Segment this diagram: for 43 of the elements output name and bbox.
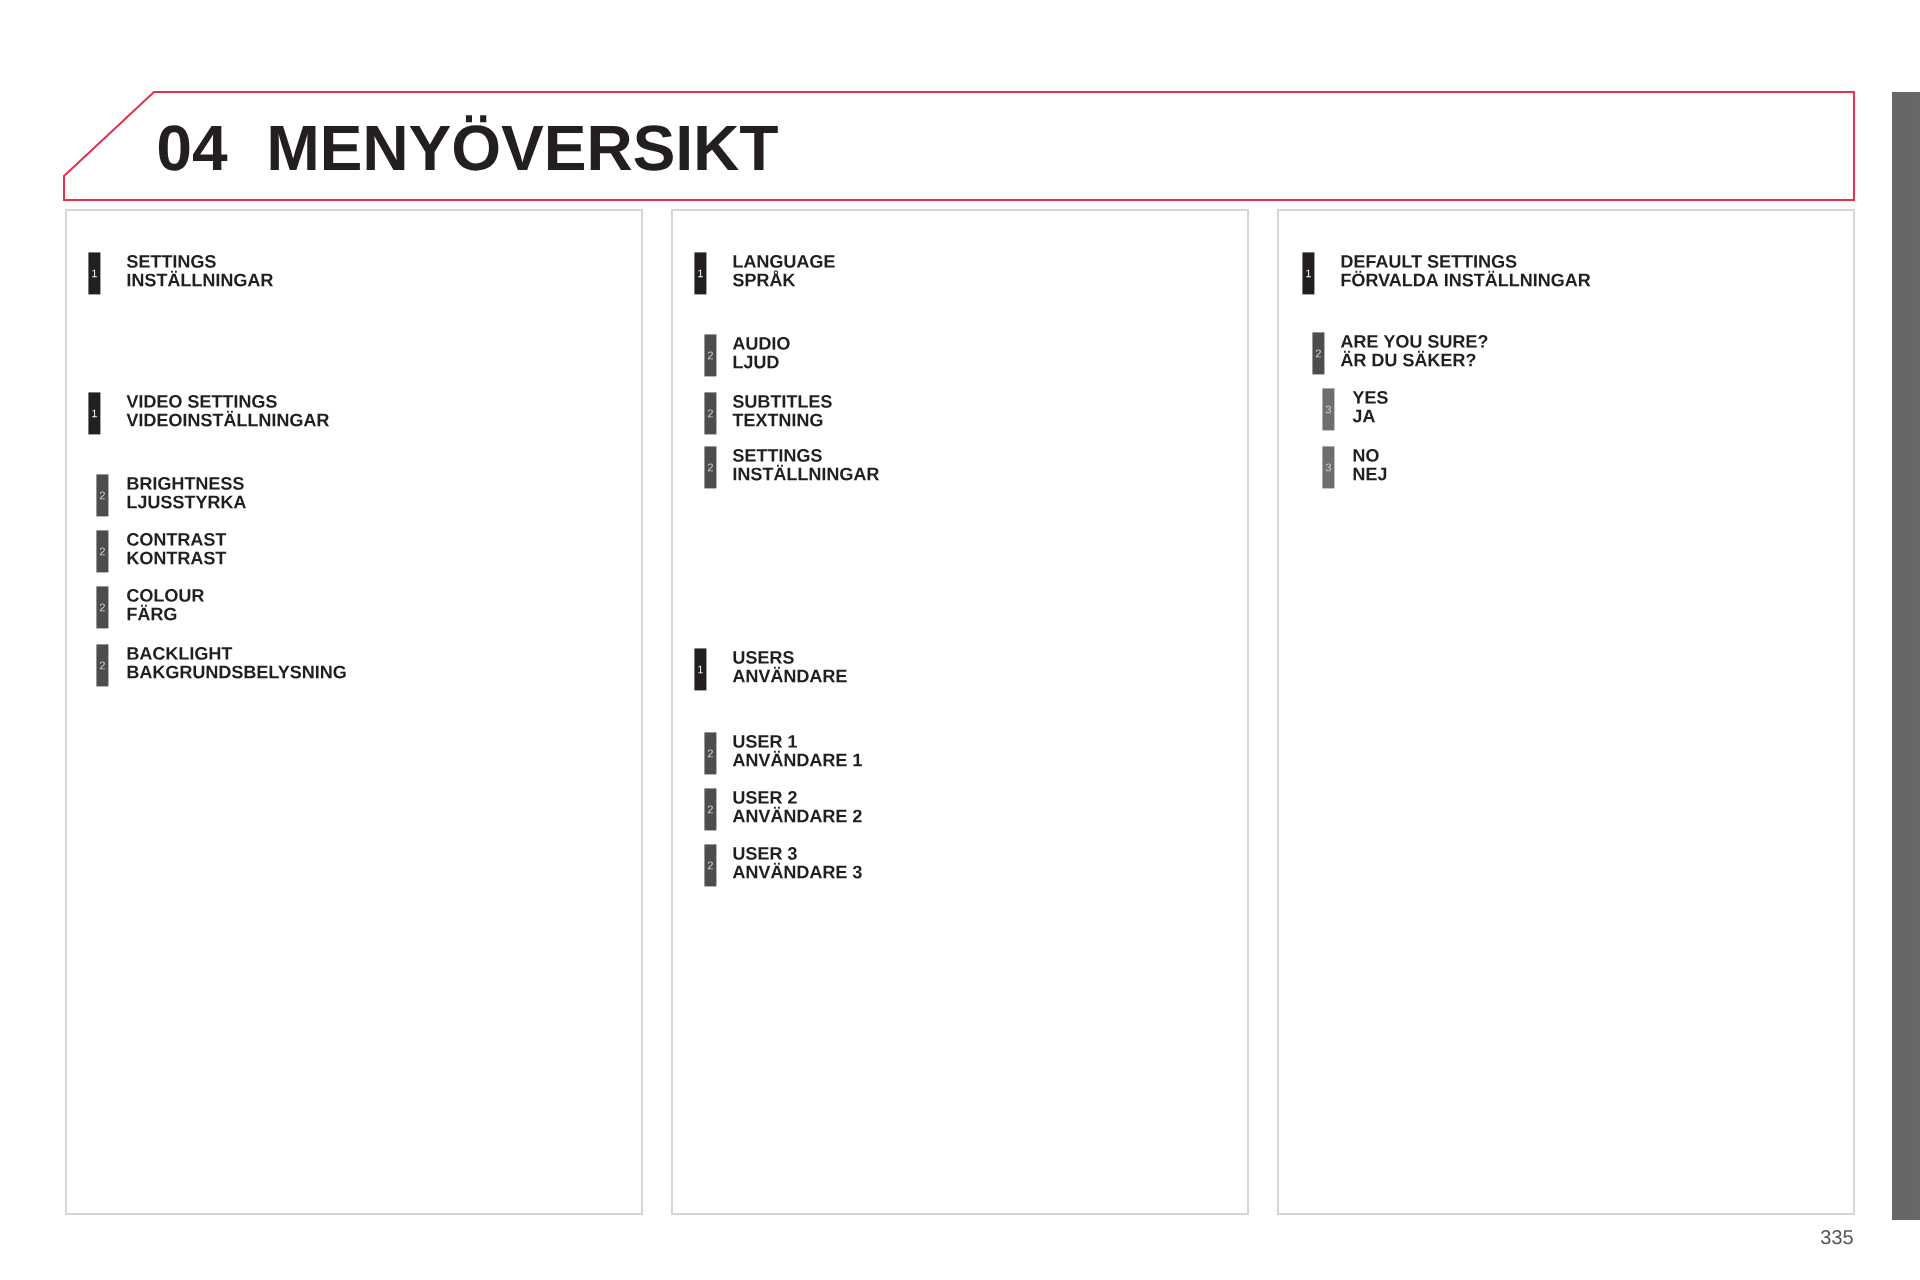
item-label: LJUD — [733, 355, 779, 369]
item-label: SETTINGS — [732, 449, 822, 462]
item-label: NEJ — [1353, 467, 1387, 481]
item-label: LJUSSTYRKA — [127, 495, 246, 509]
item-label: BACKLIGHT — [127, 647, 233, 660]
item-label: NO — [1353, 449, 1379, 462]
panel — [1277, 209, 1855, 1215]
item-label: LANGUAGE — [733, 255, 835, 268]
item-label: USER 2 — [733, 791, 797, 804]
item-label: BAKGRUNDSBELYSNING — [127, 665, 346, 679]
item-label: VIDEO SETTINGS — [126, 395, 277, 408]
chapter-number: 04 — [158, 125, 228, 171]
item-label: KONTRAST — [127, 551, 227, 565]
title: MENYÖVERSIKT — [270, 115, 778, 171]
item-label: INSTÄLLNINGAR — [127, 270, 274, 287]
item-label: JA — [1352, 409, 1375, 423]
item-label: USER 1 — [733, 735, 797, 748]
item-label: ARE YOU SURE? — [1340, 335, 1488, 348]
item-label: SETTINGS — [126, 255, 216, 268]
item-label: INSTÄLLNINGAR — [733, 464, 880, 481]
item-label: ANVÄNDARE 3 — [732, 862, 862, 879]
item-label: CONTRAST — [127, 533, 227, 546]
item-label: BRIGHTNESS — [127, 477, 244, 490]
item-label: FÖRVALDA INSTÄLLNINGAR — [1341, 270, 1591, 287]
side-tab — [1892, 92, 1920, 1220]
panel — [671, 209, 1249, 1215]
item-label: AUDIO — [732, 337, 790, 350]
item-label: ANVÄNDARE 1 — [732, 750, 862, 767]
item-label: YES — [1352, 391, 1388, 404]
item-label: SUBTITLES — [732, 395, 832, 408]
item-label: FÄRG — [127, 604, 177, 621]
item-label: ANVÄNDARE 2 — [732, 806, 862, 823]
item-label: ANVÄNDARE — [732, 666, 847, 683]
page-number: 335 — [1821, 1230, 1853, 1245]
item-label: SPRÅK — [732, 270, 796, 287]
panel — [65, 209, 643, 1215]
item-label: VIDEOINSTÄLLNINGAR — [126, 410, 330, 427]
item-label: DEFAULT SETTINGS — [1341, 255, 1517, 268]
item-label: TEXTNING — [732, 413, 823, 427]
item-label: COLOUR — [127, 589, 205, 602]
item-label: USER 3 — [733, 847, 797, 860]
item-label: USERS — [733, 651, 794, 664]
item-label: ÄR DU SÄKER? — [1340, 350, 1476, 367]
